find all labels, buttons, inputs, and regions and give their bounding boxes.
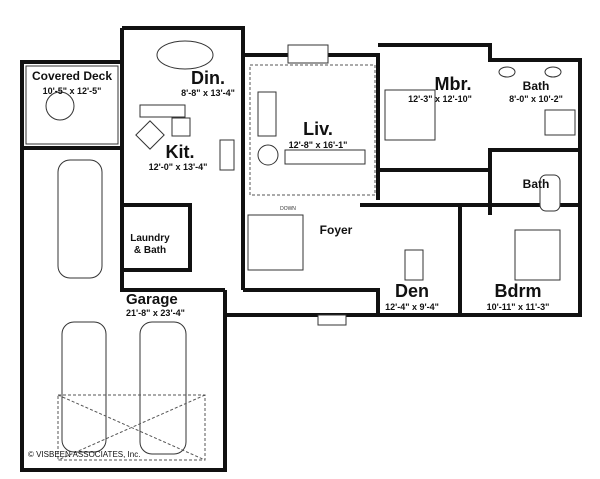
kitchen-label: Kit. [166, 142, 195, 162]
kitchen-sink [135, 120, 165, 150]
deck-table [45, 91, 75, 121]
master-bedroom-size: 12'-3" x 12'-10" [408, 94, 472, 104]
laundry-label-line2: & Bath [134, 245, 166, 256]
kitchen-dining-outline [120, 26, 245, 290]
bedroom-size: 10'-11" x 11'-3" [487, 302, 550, 312]
bedroom-label: Bdrm [494, 281, 541, 301]
sofa [257, 91, 277, 137]
den-bedroom-outline [243, 203, 582, 317]
covered-deck-label: Covered Deck [32, 69, 112, 83]
garage-size: 21'-8" x 23'-4" [126, 308, 185, 318]
car [57, 159, 103, 279]
garage-label: Garage [126, 291, 178, 308]
fireplace [287, 44, 329, 64]
garage-outline [20, 148, 227, 472]
dining-label: Din. [191, 68, 225, 88]
dining-size: 8'-8" x 13'-4" [181, 88, 235, 98]
laundry-label: Laundry [130, 233, 170, 244]
dining-table [156, 40, 214, 70]
living-label: Liv. [303, 119, 333, 139]
furniture [45, 40, 576, 461]
porch-outline [223, 290, 378, 317]
bath-label: Bath [523, 177, 550, 191]
bedroom-bed [514, 229, 561, 281]
copyright: © VISBEEN ASSOCIATES, Inc. [28, 450, 140, 459]
covered-deck-size: 10'-5" x 12'-5" [43, 86, 102, 96]
den-label: Den [395, 281, 429, 301]
master-bed [384, 89, 436, 141]
car [139, 321, 187, 455]
master-suite-outline [378, 43, 582, 215]
room-labels: Covered Deck 10'-5" x 12'-5" Din. 8'-8" … [28, 68, 563, 459]
den-size: 12'-4" x 9'-4" [385, 302, 439, 312]
stairs [247, 214, 304, 271]
foyer-label: Foyer [320, 223, 353, 237]
kitchen-size: 12'-0" x 13'-4" [149, 162, 208, 172]
living-size: 12'-8" x 16'-1" [289, 140, 348, 150]
garage-door-overhead [57, 394, 206, 461]
master-bedroom-label: Mbr. [434, 74, 471, 94]
master-bath-label: Bath [523, 79, 550, 93]
walls [20, 26, 582, 472]
car [61, 321, 107, 453]
stair-label: DOWN [280, 206, 296, 212]
master-bath-size: 8'-0" x 10'-2" [509, 94, 563, 104]
laundry-outline [122, 203, 192, 272]
